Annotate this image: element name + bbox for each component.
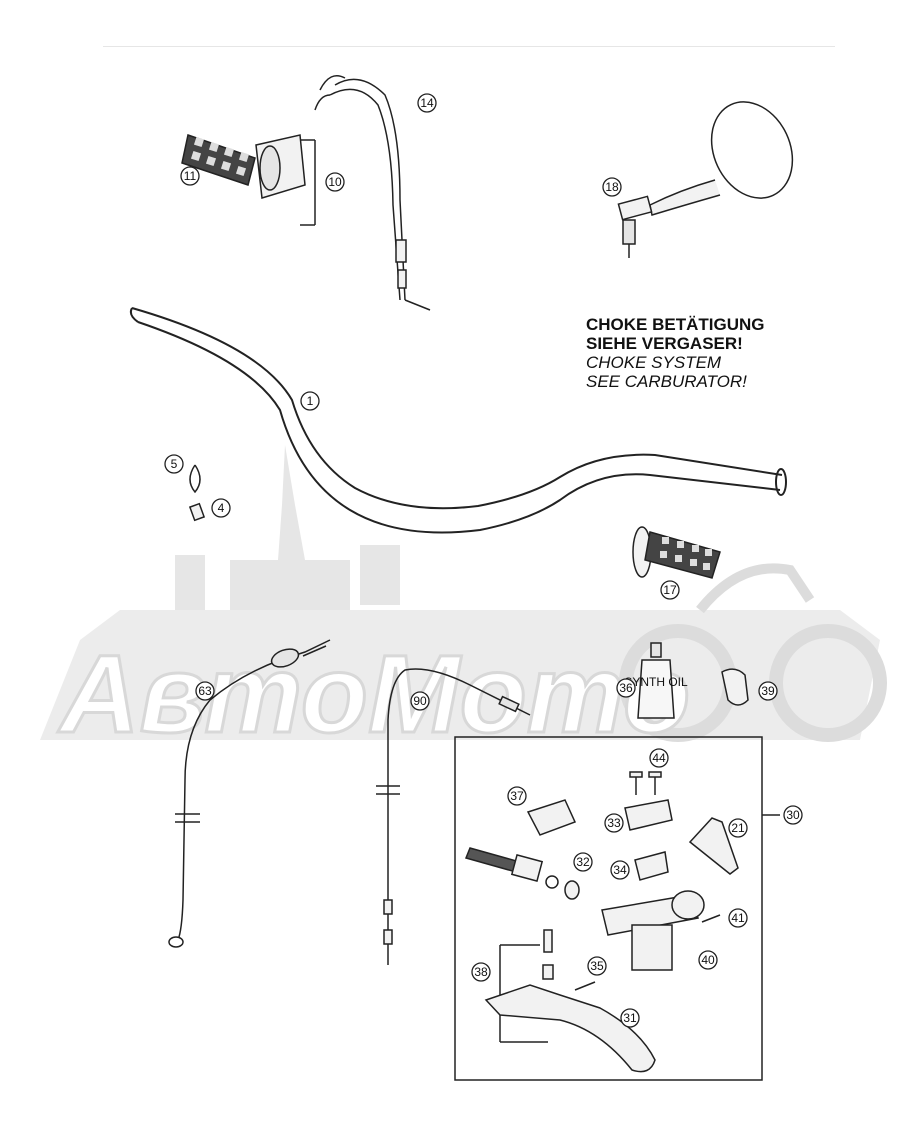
choke-note: CHOKE BETÄTIGUNG SIEHE VERGASER! CHOKE S… bbox=[586, 315, 765, 391]
callout-4 bbox=[211, 498, 231, 518]
callout-34 bbox=[610, 860, 630, 880]
throttle-grip-part bbox=[181, 134, 316, 226]
callout-40 bbox=[698, 950, 718, 970]
callout-44 bbox=[649, 748, 669, 768]
note-en-line2: SEE CARBURATOR! bbox=[586, 372, 747, 391]
callout-32 bbox=[573, 852, 593, 872]
callout-label-38: 38 bbox=[474, 965, 488, 979]
note-de-line1: CHOKE BETÄTIGUNG bbox=[586, 315, 765, 334]
callout-35 bbox=[587, 956, 607, 976]
callout-label-17: 17 bbox=[663, 583, 677, 597]
callout-41 bbox=[728, 908, 748, 928]
clutch-assembly-parts bbox=[464, 771, 739, 1073]
callout-label-35: 35 bbox=[590, 959, 604, 973]
left-grip-part bbox=[632, 526, 721, 579]
callout-33 bbox=[604, 813, 624, 833]
callout-90 bbox=[410, 691, 430, 711]
callout-1 bbox=[300, 391, 320, 411]
oil-bottle-label: SYNTH OIL bbox=[624, 675, 688, 689]
callout-label-34: 34 bbox=[613, 863, 627, 877]
callout-label-37: 37 bbox=[510, 789, 524, 803]
callout-38 bbox=[471, 962, 491, 982]
clutch-assembly-frame bbox=[454, 736, 763, 1081]
callout-label-36: 36 bbox=[619, 681, 633, 695]
note-en-line1: CHOKE SYSTEM bbox=[586, 353, 722, 372]
callout-36 bbox=[616, 678, 636, 698]
top-rule bbox=[103, 46, 835, 47]
callout-labels: 1 4 5 10 11 14 17 18 21 30 31 32 33 34 3… bbox=[171, 96, 800, 1025]
callout-label-1: 1 bbox=[307, 394, 314, 408]
clutch-cable-part bbox=[376, 668, 531, 965]
callout-14 bbox=[417, 93, 437, 113]
callout-10 bbox=[325, 172, 345, 192]
callout-17 bbox=[660, 580, 680, 600]
callout-label-44: 44 bbox=[652, 751, 666, 765]
callout-label-32: 32 bbox=[576, 855, 590, 869]
callout-label-4: 4 bbox=[218, 501, 225, 515]
callout-30 bbox=[783, 805, 803, 825]
callout-label-90: 90 bbox=[413, 694, 427, 708]
callout-5 bbox=[164, 454, 184, 474]
callout-21 bbox=[728, 818, 748, 838]
callout-11 bbox=[180, 166, 200, 186]
callout-label-5: 5 bbox=[171, 457, 178, 471]
callout-label-21: 21 bbox=[731, 821, 745, 835]
callout-label-39: 39 bbox=[761, 684, 775, 698]
callout-label-18: 18 bbox=[605, 180, 619, 194]
callout-label-31: 31 bbox=[623, 1011, 637, 1025]
handlebar-part bbox=[129, 307, 787, 534]
callout-63 bbox=[195, 681, 215, 701]
callout-37 bbox=[507, 786, 527, 806]
callout-label-63: 63 bbox=[198, 684, 212, 698]
cable-holder-part bbox=[721, 668, 749, 706]
callout-markers bbox=[164, 93, 803, 1028]
callout-label-41: 41 bbox=[731, 911, 745, 925]
callout-label-10: 10 bbox=[328, 175, 342, 189]
note-de-line2: SIEHE VERGASER! bbox=[586, 334, 743, 353]
clip-and-pin-part bbox=[188, 464, 206, 522]
callout-31 bbox=[620, 1008, 640, 1028]
callout-18 bbox=[602, 177, 622, 197]
callout-label-30: 30 bbox=[786, 808, 800, 822]
callout-label-11: 11 bbox=[184, 169, 197, 183]
throttle-cable-part bbox=[314, 75, 431, 311]
callout-label-40: 40 bbox=[701, 953, 715, 967]
callout-label-33: 33 bbox=[607, 816, 621, 830]
oil-bottle-part: SYNTH OIL bbox=[624, 642, 688, 719]
callout-label-14: 14 bbox=[420, 96, 434, 110]
mirror-part bbox=[617, 101, 794, 258]
callout-39 bbox=[758, 681, 778, 701]
choke-cable-part bbox=[168, 639, 331, 948]
